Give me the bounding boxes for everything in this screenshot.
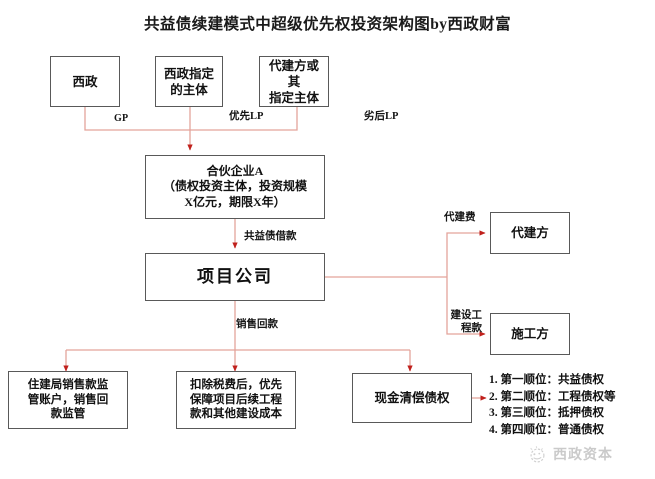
node-cash-repayment-of-claims[interactable]: 现金清偿债权 — [352, 373, 472, 423]
edge-label-gongyi-debt-loan: 共益债借款 — [244, 231, 297, 242]
node-tax-and-construction-priority-label: 扣除税费后，优先 保障项目后续工程 款和其他建设成本 — [190, 378, 282, 421]
sun-circle-icon — [527, 444, 548, 465]
node-xizheng-designated-entity[interactable]: 西政指定 的主体 — [155, 56, 223, 107]
list-item: 3. 第三顺位：抵押债权 — [489, 407, 604, 420]
node-xizheng-label: 西政 — [72, 74, 98, 89]
node-agent-builder-entity-label: 代建方或其 指定主体 — [268, 58, 319, 105]
node-project-company-label: 项目公司 — [197, 267, 273, 287]
node-partnership-a[interactable]: 合伙企业A （债权投资主体，投资规模 X亿元，期限X年） — [145, 155, 325, 219]
edge-label-construction-payment: 建设工 程款 — [450, 310, 483, 334]
node-xizheng-designated-entity-label: 西政指定 的主体 — [163, 66, 214, 97]
page-title: 共益债续建模式中超级优先权投资架构图by西政财富 — [144, 16, 511, 33]
edge-label-preferred-lp: 优先LP — [229, 111, 264, 122]
node-xizheng[interactable]: 西政 — [50, 56, 120, 107]
claim-priority-list: 1. 第一顺位：共益债权 2. 第二顺位：工程债权等 3. 第三顺位：抵押债权 … — [489, 372, 653, 439]
edge-label-gp: GP — [114, 113, 129, 124]
wire-to-agent-party — [446, 230, 486, 277]
edge-label-agent-construction-fee: 代建费 — [444, 212, 476, 223]
node-contractor-label: 施工方 — [511, 327, 549, 341]
node-agent-party-label: 代建方 — [511, 226, 549, 240]
node-tax-and-construction-priority[interactable]: 扣除税费后，优先 保障项目后续工程 款和其他建设成本 — [176, 371, 296, 429]
node-sales-supervision-account[interactable]: 住建局销售款监 管账户，销售回 款监管 — [8, 371, 128, 429]
node-sales-supervision-account-label: 住建局销售款监 管账户，销售回 款监管 — [27, 378, 109, 421]
node-contractor[interactable]: 施工方 — [490, 313, 570, 355]
node-agent-builder-entity[interactable]: 代建方或其 指定主体 — [259, 56, 329, 107]
edge-label-inferior-lp: 劣后LP — [364, 111, 399, 122]
node-project-company[interactable]: 项目公司 — [145, 253, 325, 301]
edge-label-sales-proceeds: 销售回款 — [236, 319, 278, 330]
list-item: 4. 第四顺位：普通债权 — [489, 424, 604, 437]
list-item: 1. 第一顺位：共益债权 — [489, 374, 604, 386]
watermark: 西政资本 — [527, 440, 649, 468]
watermark-text: 西政资本 — [553, 448, 613, 463]
node-cash-repayment-of-claims-label: 现金清偿债权 — [374, 391, 450, 405]
node-partnership-a-label: 合伙企业A （债权投资主体，投资规模 X亿元，期限X年） — [162, 163, 307, 209]
node-agent-party[interactable]: 代建方 — [490, 212, 570, 254]
list-item: 2. 第二顺位：工程债权等 — [489, 390, 616, 403]
